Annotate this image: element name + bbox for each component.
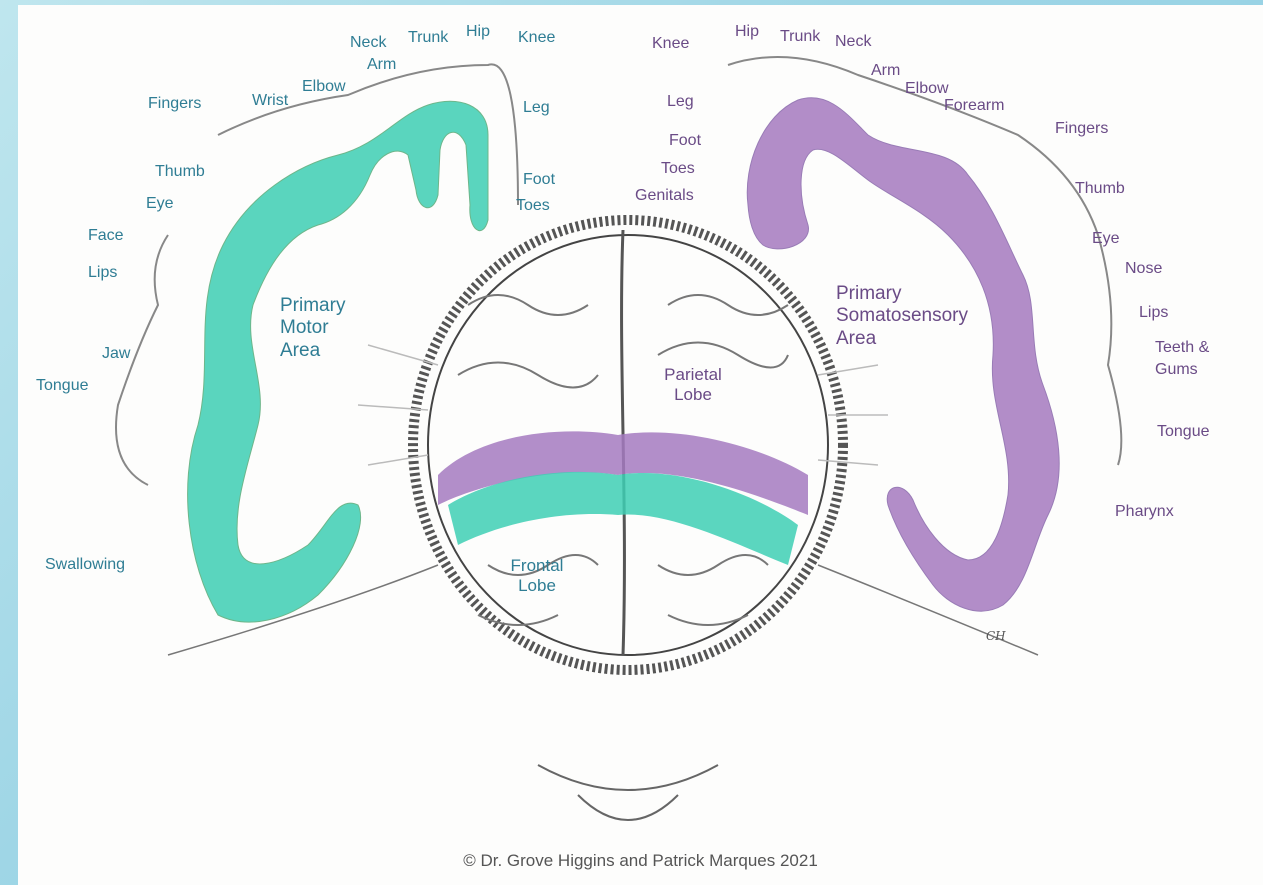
motor-label-foot: Foot (523, 171, 555, 189)
motor-area-title: Primary Motor Area (280, 295, 345, 362)
motor-label-toes: Toes (516, 197, 550, 215)
motor-label-face: Face (88, 227, 124, 245)
motor-label-leg: Leg (523, 99, 550, 117)
motor-title-line-1: Primary (280, 295, 345, 317)
sensory-title-line-3: Area (836, 328, 968, 350)
motor-label-knee: Knee (518, 29, 555, 47)
sensory-label-tongue: Tongue (1157, 423, 1210, 441)
motor-label-eye: Eye (146, 195, 174, 213)
parietal-line-1: Parietal (648, 365, 738, 385)
motor-label-hip: Hip (466, 23, 490, 41)
sensory-label-gums: Gums (1155, 361, 1198, 379)
copyright-notice: © Dr. Grove Higgins and Patrick Marques … (18, 851, 1263, 871)
sensory-title-line-2: Somatosensory (836, 305, 968, 327)
sensory-label-leg: Leg (667, 93, 694, 111)
illustrator-signature: CH (986, 630, 1006, 644)
sensory-label-genitals: Genitals (635, 187, 694, 205)
sensory-label-forearm: Forearm (944, 97, 1004, 115)
sensory-title-line-1: Primary (836, 283, 968, 305)
frontal-line-2: Lobe (492, 576, 582, 596)
sensory-label-nose: Nose (1125, 260, 1162, 278)
diagram-card: Neck Trunk Hip Knee Arm Elbow Wrist Fing… (18, 5, 1263, 885)
motor-label-wrist: Wrist (252, 92, 288, 110)
motor-label-lips: Lips (88, 264, 117, 282)
motor-label-trunk: Trunk (408, 29, 448, 47)
sensory-label-hip: Hip (735, 23, 759, 41)
sensory-area-title: Primary Somatosensory Area (836, 283, 968, 350)
motor-label-elbow: Elbow (302, 78, 346, 96)
sensory-label-elbow: Elbow (905, 80, 949, 98)
sensory-label-fingers: Fingers (1055, 120, 1108, 138)
sensory-label-toes: Toes (661, 160, 695, 178)
frontal-lobe-label: Frontal Lobe (492, 556, 582, 597)
motor-label-swallowing: Swallowing (45, 556, 125, 574)
sensory-label-neck: Neck (835, 33, 871, 51)
parietal-lobe-label: Parietal Lobe (648, 365, 738, 406)
sensory-label-knee: Knee (652, 35, 689, 53)
motor-title-line-2: Motor (280, 317, 345, 339)
sensory-label-arm: Arm (871, 62, 900, 80)
motor-label-tongue: Tongue (36, 377, 89, 395)
sensory-label-eye: Eye (1092, 230, 1120, 248)
motor-label-thumb: Thumb (155, 163, 205, 181)
sensory-label-teeth: Teeth & (1155, 339, 1209, 357)
motor-label-jaw: Jaw (102, 345, 130, 363)
motor-title-line-3: Area (280, 340, 345, 362)
chin-outline (538, 765, 718, 820)
sensory-label-lips: Lips (1139, 304, 1168, 322)
motor-label-neck: Neck (350, 34, 386, 52)
motor-label-fingers: Fingers (148, 95, 201, 113)
sensory-label-thumb: Thumb (1075, 180, 1125, 198)
parietal-line-2: Lobe (648, 385, 738, 405)
sensory-label-foot: Foot (669, 132, 701, 150)
frontal-line-1: Frontal (492, 556, 582, 576)
motor-label-arm: Arm (367, 56, 396, 74)
sensory-label-trunk: Trunk (780, 28, 820, 46)
sensory-label-pharynx: Pharynx (1115, 503, 1174, 521)
